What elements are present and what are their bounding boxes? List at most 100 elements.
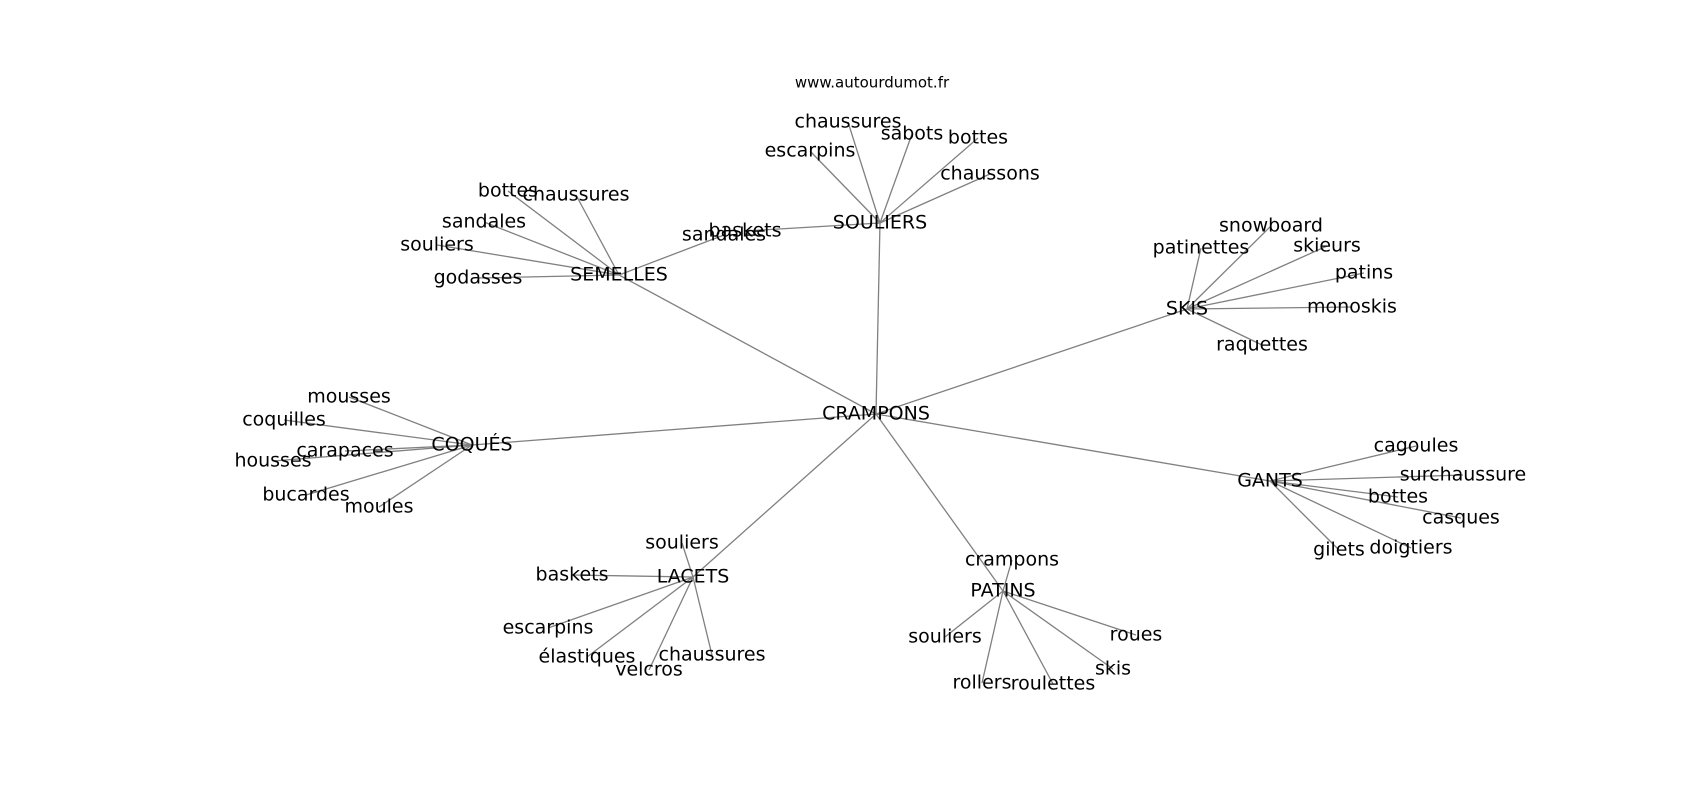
edge-semelles-leaf (618, 234, 725, 276)
hub-node-patins: PATINS (970, 580, 1035, 602)
leaf-node: chaussures (659, 644, 766, 666)
leaf-node: chaussures (795, 111, 902, 133)
edge-gants-leaf (1269, 480, 1412, 549)
leaf-node: baskets (536, 564, 609, 586)
hub-node-lacets: LACETS (657, 566, 730, 588)
leaf-node: raquettes (1216, 334, 1308, 356)
leaf-node: mousses (307, 386, 391, 408)
leaf-node: gilets (1313, 539, 1365, 561)
edge-gants-leaf (1269, 445, 1417, 482)
leaf-node: sandales (682, 224, 766, 246)
edge-skis-leaf (1186, 306, 1353, 310)
leaf-node: monoskis (1307, 296, 1397, 318)
edge-skis-leaf (1186, 225, 1272, 310)
leaf-node: patinettes (1153, 237, 1250, 259)
edge-gants-leaf (1269, 474, 1464, 482)
edge-gants-leaf (1269, 480, 1340, 551)
leaf-node: velcros (615, 659, 683, 681)
leaf-node: housses (234, 450, 311, 472)
edge-center-lacets (692, 413, 877, 578)
leaf-node: escarpins (765, 140, 856, 162)
edge-center-patins (875, 413, 1004, 592)
hub-node-skis: SKIS (1166, 298, 1208, 320)
edge-semelles-leaf (436, 244, 620, 276)
edge-skis-leaf (1186, 272, 1365, 310)
leaf-node: escarpins (503, 617, 594, 639)
leaf-node: bottes (1368, 486, 1428, 508)
leaf-node: sandales (442, 211, 526, 233)
edge-souliers-leaf (879, 173, 991, 224)
leaf-node: surchaussure (1400, 464, 1526, 486)
edge-lacets-leaf (547, 576, 694, 629)
edge-patins-leaf (1002, 559, 1013, 592)
edge-semelles-leaf (575, 194, 620, 276)
edge-coques-leaf (344, 444, 473, 452)
edge-souliers-leaf (744, 222, 881, 232)
edge-coques-leaf (272, 444, 473, 462)
edge-lacets-leaf (681, 542, 694, 578)
center-node: CRAMPONS (822, 403, 930, 425)
leaf-node: chaussons (940, 163, 1040, 185)
edge-lacets-leaf (692, 576, 713, 656)
leaf-node: bottes (948, 127, 1008, 149)
leaf-node: souliers (908, 626, 982, 648)
edge-souliers-leaf (879, 133, 913, 224)
leaf-node: bucardes (262, 484, 349, 506)
leaf-node: bottes (478, 180, 538, 202)
leaf-node: skis (1095, 658, 1131, 680)
leaf-node: skieurs (1293, 235, 1361, 257)
leaf-node: godasses (434, 267, 523, 289)
edge-semelles-leaf (477, 274, 620, 279)
hub-node-semelles: SEMELLES (570, 264, 668, 286)
leaf-node: carapaces (296, 440, 393, 462)
edge-gants-leaf (1269, 480, 1399, 498)
leaf-node: crampons (965, 549, 1059, 571)
edge-center-skis (875, 308, 1188, 415)
edge-lacets-leaf (586, 576, 694, 658)
leaf-node: rollers (953, 672, 1012, 694)
leaf-node: souliers (645, 532, 719, 554)
edge-souliers-leaf (847, 121, 881, 224)
edge-center-coques (471, 413, 877, 446)
site-credit: www.autourdumot.fr (795, 74, 950, 92)
edge-coques-leaf (305, 444, 473, 496)
leaf-node: doigtiers (1369, 537, 1452, 559)
edge-coques-leaf (283, 419, 473, 446)
edge-skis-leaf (1186, 308, 1263, 346)
edge-patins-leaf (1002, 590, 1114, 670)
leaf-node: souliers (400, 234, 474, 256)
leaf-node: sabots (881, 123, 944, 145)
leaf-node: snowboard (1219, 215, 1323, 237)
edge-patins-leaf (1002, 590, 1054, 685)
hub-node-souliers: SOULIERS (833, 212, 927, 234)
edge-patins-leaf (981, 590, 1004, 684)
edge-center-gants (875, 413, 1271, 482)
edge-lacets-leaf (571, 574, 694, 578)
edge-semelles-leaf (507, 190, 620, 276)
leaf-node: cagoules (1374, 435, 1459, 457)
leaf-node: patins (1335, 262, 1393, 284)
edge-coques-leaf (348, 396, 473, 446)
edge-coques-leaf (378, 444, 473, 508)
edge-gants-leaf (1269, 480, 1462, 519)
edge-skis-leaf (1186, 245, 1328, 310)
edge-souliers-leaf (809, 150, 881, 224)
hub-node-gants: GANTS (1237, 470, 1303, 492)
edge-lacets-leaf (648, 576, 694, 671)
graph-edges (272, 121, 1464, 685)
graph-labels: www.autourdumot.fr CRAMPONS SOULIERS chau… (234, 74, 1526, 695)
leaf-node: roues (1110, 624, 1163, 646)
leaf-node: casques (1422, 507, 1500, 529)
edge-center-semelles (618, 274, 877, 415)
hub-node-coques: COQUÉS (431, 433, 512, 456)
edge-patins-leaf (1002, 590, 1137, 636)
edge-souliers-leaf (879, 137, 979, 224)
leaf-node: moules (344, 496, 413, 518)
leaf-node: chaussures (523, 184, 630, 206)
leaf-node: coquilles (242, 409, 326, 431)
edge-center-souliers (875, 222, 881, 415)
leaf-node: élastiques (539, 646, 636, 668)
edge-patins-leaf (944, 590, 1004, 638)
leaf-node: roulettes (1011, 673, 1096, 695)
